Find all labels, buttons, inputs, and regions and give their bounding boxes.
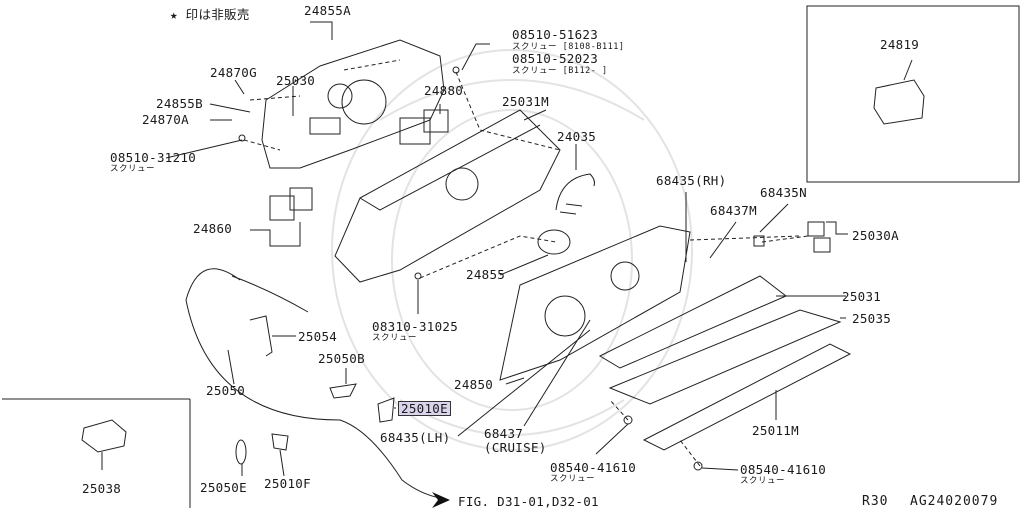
screw-label-4: スクリュー — [372, 333, 418, 343]
part-25010E-shape — [377, 397, 395, 423]
part-25031[interactable]: 25031 — [842, 289, 882, 304]
part-25035[interactable]: 25035 — [852, 311, 892, 326]
part-25010F-shape — [271, 433, 289, 451]
housing-gauge-ring — [445, 167, 479, 201]
bulb-25030A-2 — [813, 237, 831, 253]
screw-label-6: スクリュー — [740, 476, 786, 486]
plate-hole-1 — [341, 79, 387, 125]
bulb-68435N — [753, 235, 765, 247]
part-24855[interactable]: 24855 — [466, 267, 506, 282]
footer-diagram-id: AG24020079 — [910, 494, 999, 509]
part-25050E-shape — [235, 439, 247, 465]
warning-light-24880 — [399, 117, 431, 145]
part-68435N[interactable]: 68435N — [760, 185, 807, 200]
part-24870A[interactable]: 24870A — [142, 112, 189, 127]
screw-08310-31025 — [414, 272, 422, 280]
screw-label-1: スクリュー — [110, 164, 156, 174]
part-24880[interactable]: 24880 — [424, 83, 464, 98]
clip-25050B — [329, 383, 357, 399]
meter-face-24850 — [499, 225, 691, 381]
bulb-25030A-1 — [807, 221, 825, 237]
part-25050[interactable]: 25050 — [206, 383, 246, 398]
face-dial — [544, 295, 586, 337]
screw-08540-41610-b — [693, 461, 703, 471]
part-25031M[interactable]: 25031M — [502, 94, 549, 109]
part-25050B[interactable]: 25050B — [318, 351, 365, 366]
plate-window — [309, 117, 341, 135]
part-25054[interactable]: 25054 — [298, 329, 338, 344]
part-24819[interactable]: 24819 — [880, 37, 920, 52]
part-08510-51623[interactable]: 08510-51623 — [512, 27, 599, 42]
footer-model: R30 — [862, 494, 889, 509]
part-68435-LH[interactable]: 68435(LH) — [380, 430, 451, 445]
part-24035[interactable]: 24035 — [557, 129, 597, 144]
part-08540-41610-a[interactable]: 08540-41610 — [550, 460, 637, 475]
part-25010F[interactable]: 25010F — [264, 476, 311, 491]
dashed-guides — [243, 59, 809, 467]
fig-arrow-icon — [432, 492, 450, 508]
circuit-plate-25030 — [261, 39, 445, 169]
part-25030A[interactable]: 25030A — [852, 228, 899, 243]
harness-24035 — [555, 173, 595, 215]
part-25038-shape — [81, 419, 127, 453]
screw-label-5: スクリュー — [550, 474, 596, 484]
meter-housing-25031M — [334, 109, 561, 283]
screw-label-2: スクリュー [8108-B111] — [512, 42, 625, 52]
socket-24860b — [289, 187, 313, 211]
screw-label-3: スクリュー [B112- ] — [512, 66, 608, 76]
part-08510-52023[interactable]: 08510-52023 — [512, 51, 599, 66]
speedo-cable-25050 — [185, 268, 441, 499]
part-24855B[interactable]: 24855B — [156, 96, 203, 111]
part-68437-cruise[interactable]: 68437 — [484, 426, 524, 441]
part-24850[interactable]: 24850 — [454, 377, 494, 392]
part-08310-31025[interactable]: 08310-31025 — [372, 319, 459, 334]
part-68435-RH[interactable]: 68435(RH) — [656, 173, 727, 188]
part-08510-31210[interactable]: 08510-31210 — [110, 150, 197, 165]
inset-frame-relay — [806, 5, 1020, 183]
part-25050E[interactable]: 25050E — [200, 480, 247, 495]
watermark-emblem — [331, 49, 693, 451]
mask-25011M — [642, 343, 852, 451]
socket-24860 — [269, 195, 295, 221]
note-not-sold: ★ 印は非販売 — [170, 7, 250, 22]
part-24855A[interactable]: 24855A — [304, 3, 351, 18]
lens-25035 — [608, 309, 842, 405]
gauge-24855 — [537, 229, 571, 255]
part-25030[interactable]: 25030 — [276, 73, 316, 88]
screw-08510-31210 — [238, 134, 246, 142]
plate-hole-2 — [327, 83, 353, 109]
part-68437M[interactable]: 68437M — [710, 203, 757, 218]
part-24860[interactable]: 24860 — [193, 221, 233, 236]
part-68437-cruise-note: (CRUISE) — [484, 440, 547, 455]
part-25011M[interactable]: 25011M — [752, 423, 799, 438]
face-dial-2 — [610, 261, 640, 291]
warning-light-24880b — [423, 109, 449, 133]
part-08540-41610-b[interactable]: 08540-41610 — [740, 462, 827, 477]
relay-24819 — [873, 79, 925, 125]
clip-25054 — [249, 315, 273, 357]
part-25010E-highlighted[interactable]: 25010E — [398, 401, 451, 416]
part-25038[interactable]: 25038 — [82, 481, 122, 496]
leader-lines — [101, 21, 913, 477]
fig-reference-link[interactable]: FIG. D31-01,D32-01 — [458, 494, 599, 509]
part-24870G[interactable]: 24870G — [210, 65, 257, 80]
